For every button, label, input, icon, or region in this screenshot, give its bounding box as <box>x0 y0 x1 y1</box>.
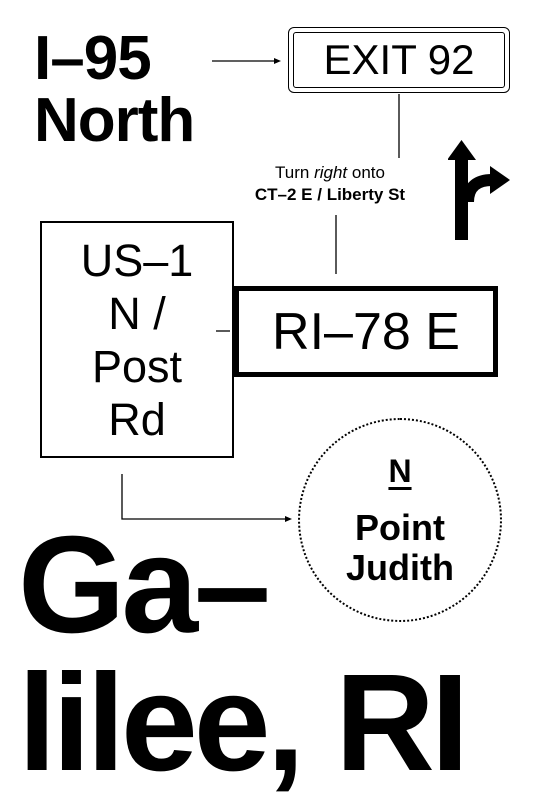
turn-suffix: onto <box>347 163 385 182</box>
turn-prefix: Turn <box>275 163 315 182</box>
ri78-sign: RI–78 E <box>234 286 498 377</box>
destination-direction: N <box>388 452 412 489</box>
turn-road: CT–2 E / Liberty St <box>254 185 406 204</box>
destination-name: Point Judith <box>346 506 454 588</box>
us1-route-box: US–1 N / Post Rd <box>40 221 234 458</box>
destination-line2: Judith <box>346 546 454 588</box>
highway-route: I–95 <box>34 24 152 93</box>
highway-direction: North <box>34 86 195 155</box>
city-line1: Ga– <box>18 508 271 662</box>
exit-sign-label: EXIT 92 <box>293 32 505 88</box>
destination-line1: Point <box>355 506 445 548</box>
city-heading: Ga– lilee, RI <box>18 508 469 800</box>
exit-sign: EXIT 92 <box>288 27 510 93</box>
city-line2: lilee, RI <box>18 646 469 800</box>
turn-direction: right <box>314 163 348 182</box>
highway-heading: I–95 North <box>34 24 195 155</box>
turn-instruction: Turn right onto CT–2 E / Liberty St <box>190 162 470 206</box>
right-turn-arrow-icon <box>448 140 510 240</box>
destination-circle: N Point Judith <box>298 418 502 622</box>
